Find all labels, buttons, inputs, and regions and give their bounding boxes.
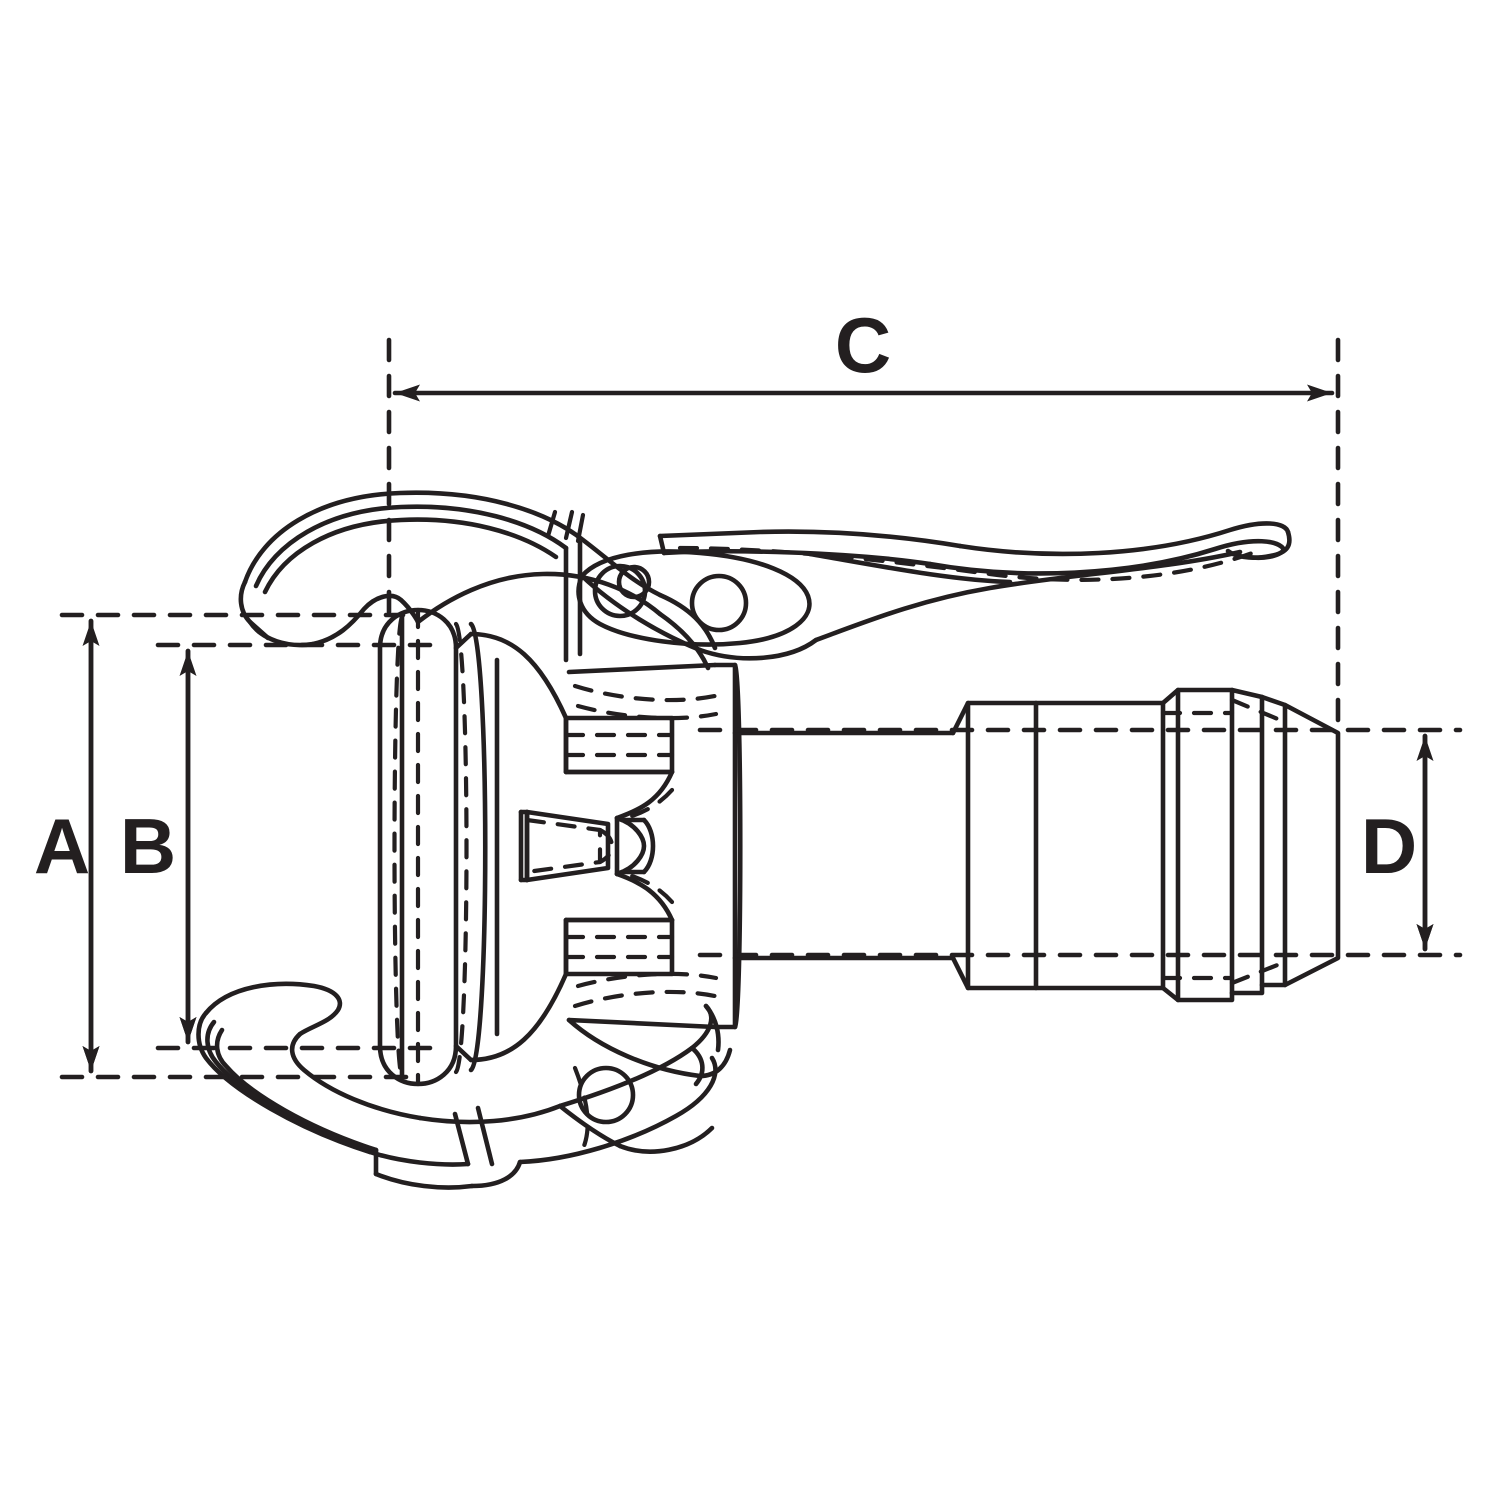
upper-cam-arm <box>238 490 1292 671</box>
dimension-label-C: C <box>835 301 891 389</box>
dimension-label-D: D <box>1361 802 1417 890</box>
coupler-body <box>518 662 743 1030</box>
coupler-front-flange <box>377 607 569 1087</box>
dimension-arrows <box>82 384 1434 1074</box>
hidden-edges <box>392 545 1288 1149</box>
extension-lines <box>59 337 1463 1080</box>
dimension-label-B: B <box>120 802 176 890</box>
lower-cam-arm <box>196 981 733 1190</box>
dimension-label-A: A <box>34 802 90 890</box>
hose-tail-barb <box>732 687 1341 1003</box>
